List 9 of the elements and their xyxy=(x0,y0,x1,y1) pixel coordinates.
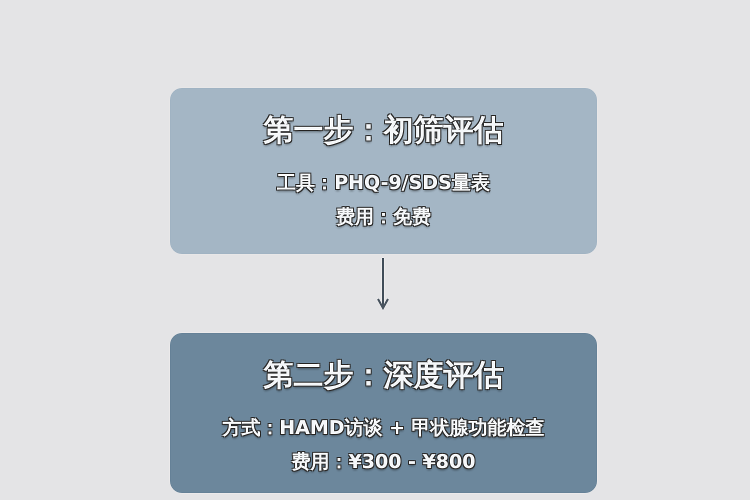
step-detail: 方式：HAMD访谈 + 甲状腺功能检查 xyxy=(222,416,545,441)
step-detail: 工具：PHQ-9/SDS量表 xyxy=(277,171,490,196)
step-box xyxy=(170,333,597,493)
step-detail: 费用：免费 xyxy=(336,205,431,230)
step-title: 第一步：初筛评估 xyxy=(264,112,504,150)
step-detail: 费用：¥300 - ¥800 xyxy=(292,450,476,475)
step-box xyxy=(170,88,597,254)
step-title: 第二步：深度评估 xyxy=(264,357,504,395)
arrow xyxy=(377,258,389,309)
